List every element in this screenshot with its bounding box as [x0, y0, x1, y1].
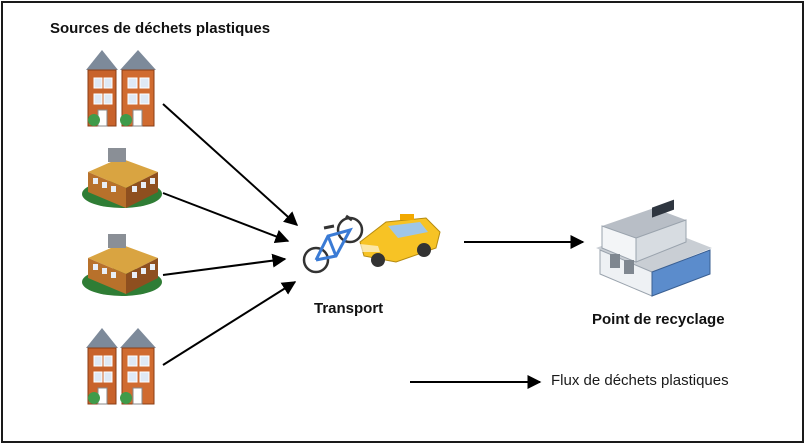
- transport-label: Transport: [314, 300, 384, 317]
- school-building-icon: [82, 234, 162, 296]
- flow-arrow: [162, 281, 297, 366]
- school-building-icon: [82, 148, 162, 208]
- sources-title: Sources de déchets plastiques: [50, 20, 271, 37]
- townhouses-icon: [86, 50, 156, 127]
- flow-arrow: [162, 192, 290, 244]
- recycling-building-icon: [596, 199, 712, 297]
- flow-arrow: [162, 103, 299, 226]
- flow-arrow: [162, 253, 287, 276]
- taxi-icon: [359, 214, 441, 267]
- bicycle-icon: [302, 214, 364, 274]
- townhouses-icon: [86, 328, 156, 405]
- legend-label: Flux de déchets plastiques: [551, 372, 729, 389]
- recycling-point-label: Point de recyclage: [592, 311, 725, 328]
